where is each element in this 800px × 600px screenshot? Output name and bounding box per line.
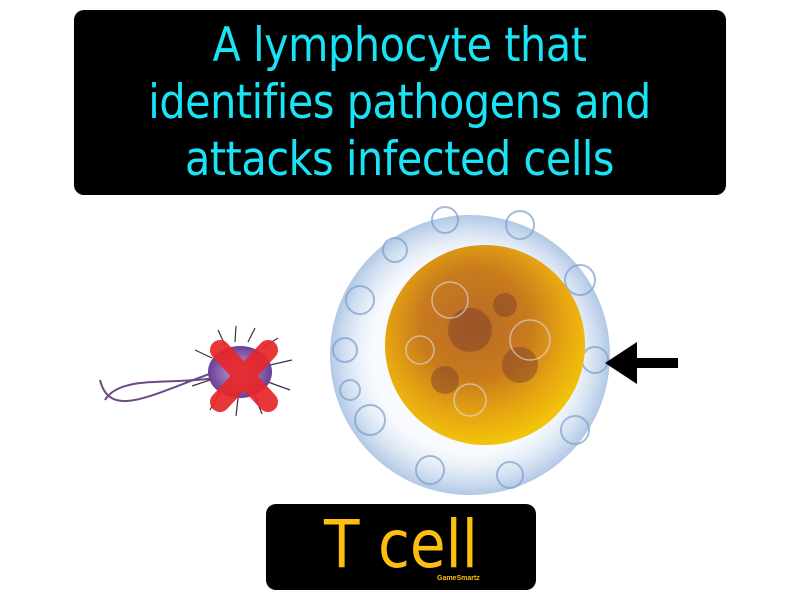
t-cell-icon [330,206,610,495]
definition-line: A lymphocyte that [212,18,587,73]
arrow-left-icon [605,342,678,384]
term-box: T cell GameSmartz [266,504,536,590]
brand-watermark: GameSmartz [437,575,480,582]
definition-line: attacks infected cells [185,132,615,187]
bacterium-crossed-out-icon [99,325,293,417]
definition-text: A lymphocyte that identifies pathogens a… [149,17,652,188]
illustration [99,206,678,495]
definition-box: A lymphocyte that identifies pathogens a… [74,10,726,195]
term-label: T cell [324,506,478,583]
definition-line: identifies pathogens and [148,75,652,130]
